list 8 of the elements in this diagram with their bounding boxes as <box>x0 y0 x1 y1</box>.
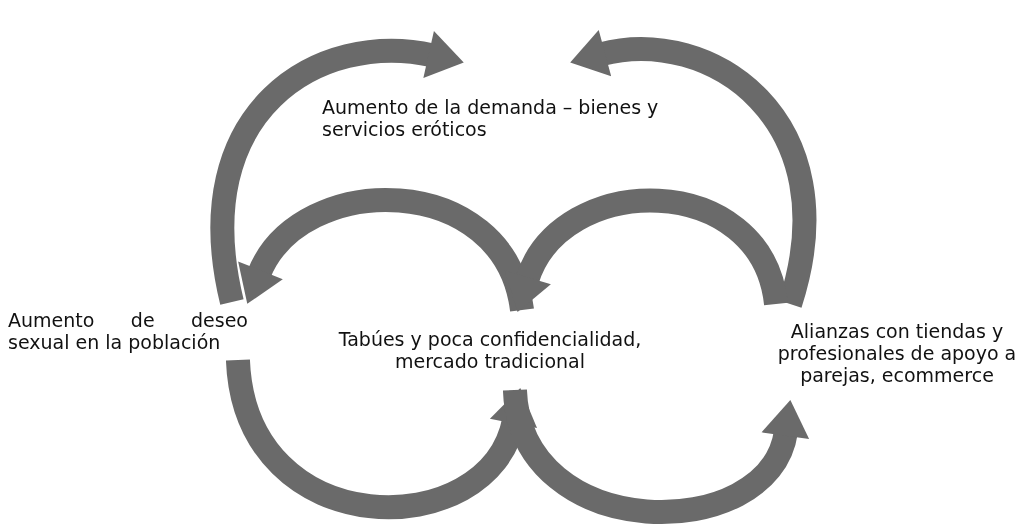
curved-arrow <box>503 388 808 524</box>
curved-arrow <box>569 29 817 307</box>
node-text: Tabúes y poca confidencialidad, mercado tradicional <box>337 328 643 372</box>
node-text: Aumento de deseo sexual en la población <box>8 309 248 353</box>
curved-arrow <box>226 358 536 519</box>
curved-arrow <box>210 31 465 305</box>
node-text: Aumento de la demanda – bienes y servicios eróticos <box>322 96 660 140</box>
node-text: Alianzas con tiendas y profesionales de apoyo a parejas, ecommerce <box>776 320 1018 386</box>
